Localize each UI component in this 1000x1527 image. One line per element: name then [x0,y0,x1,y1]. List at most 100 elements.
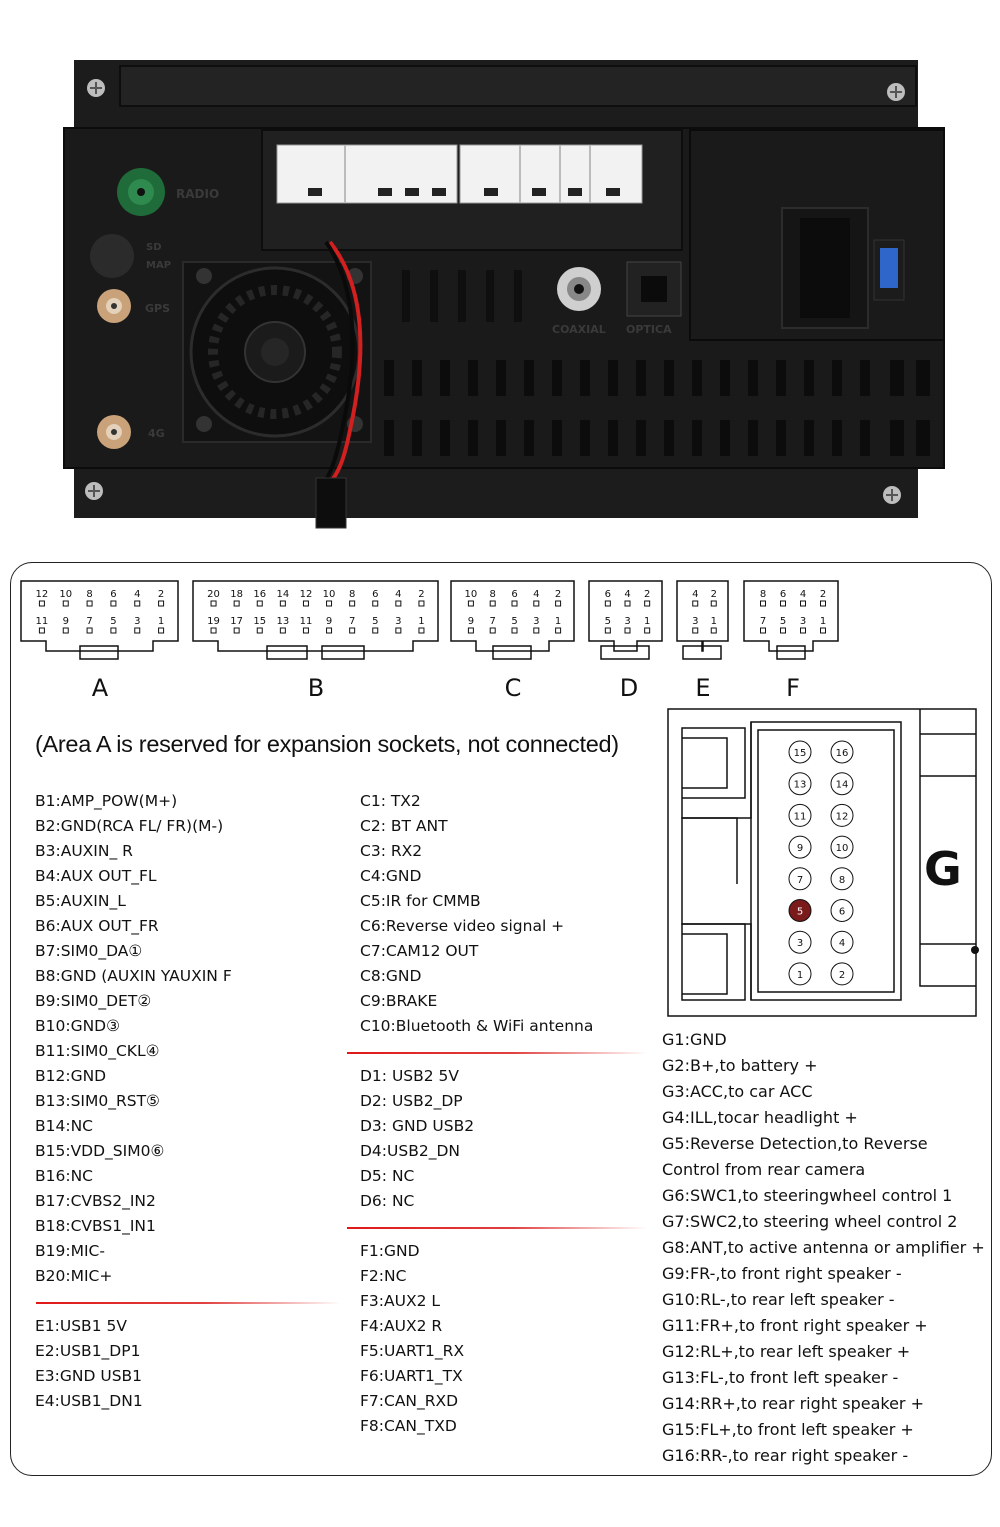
coaxial-label: COAXIAL [552,323,606,336]
pin-code: B12 [35,1067,66,1085]
pin-description: :GND [380,867,422,885]
pin-description: : USB2_DP [381,1092,463,1110]
pin-description: :SIM0_CKL④ [65,1042,160,1060]
pin-code: D5 [360,1167,382,1185]
pin-description: :GND (AUXIN YAUXIN F [55,967,232,985]
pin-description: :B+,to battery + [684,1056,818,1075]
pin-description: :USB1 5V [54,1317,127,1335]
pin-code: F1 [360,1242,379,1260]
pin-description: :NC [65,1117,93,1135]
pin-code: C2 [360,817,381,835]
g-pin-number: 10 [836,843,849,854]
pin-code: D6 [360,1192,382,1210]
pin-description: :UART1_TX [378,1367,463,1385]
g-pin-row: G15:FL+,to front left speaker + [662,1417,985,1443]
g-pin-number: 8 [839,875,845,886]
pin-code: C3 [360,842,381,860]
pin-description: :AUXIN_ R [55,842,133,860]
g-pin-number: 4 [839,938,845,949]
f-pin-row: F7:CAN_RXD [360,1389,464,1414]
b-pin-row: B13:SIM0_RST⑤ [35,1089,232,1114]
b-pin-row: B2:GND(RCA FL/ FR)(M-) [35,814,232,839]
g-pin [788,867,812,891]
connector-letter-d: D [619,674,639,702]
g-pin-number: 11 [794,811,807,822]
g-pin-row: G6:SWC1,to steeringwheel control 1 [662,1183,985,1209]
pin-description: :CVBS2_IN2 [65,1192,156,1210]
pin-code: G15 [662,1420,695,1439]
pinout-panel [10,562,992,1476]
pin-description: :AUX2 L [378,1292,440,1310]
g-pin [830,962,854,986]
b-pin-row: B11:SIM0_CKL④ [35,1039,232,1064]
4g-antenna-jack [97,415,131,449]
connector-letter-g: G [924,842,962,896]
pin-code: B18 [35,1217,66,1235]
pin-code: B19 [35,1242,66,1260]
g-pin-row: G10:RL-,to rear left speaker - [662,1287,985,1313]
d-pin-row: D5: NC [360,1164,474,1189]
screw-icon [883,486,901,504]
g-pin [830,867,854,891]
b-pin-row: B15:VDD_SIM0⑥ [35,1139,232,1164]
pin-code: G6 [662,1186,685,1205]
pin-description: :SIM0_DA① [55,942,143,960]
pin-code: C9 [360,992,381,1010]
pin-description: :CVBS1_IN1 [65,1217,156,1235]
g-pin-row: G7:SWC2,to steering wheel control 2 [662,1209,985,1235]
g-pin-number: 16 [836,748,849,759]
e-pin-row: E2:USB1_DP1 [35,1339,143,1364]
pin-description: :NC [378,1267,407,1285]
b-pin-row: B18:CVBS1_IN1 [35,1214,232,1239]
pin-code: D4 [360,1142,382,1160]
c-pin-row: C9:BRAKE [360,989,593,1014]
pin-description: :AUX OUT_FR [55,917,159,935]
pin-code: B13 [35,1092,66,1110]
b-pin-row: B14:NC [35,1114,232,1139]
pin-description: :FR+,to front right speaker + [694,1316,928,1335]
g-pin-number: 9 [797,843,803,854]
pin-description: :FL+,to front left speaker + [694,1420,914,1439]
g-pin [830,740,854,764]
coaxial-jack [557,267,601,311]
d-pin-row: D4:USB2_DN [360,1139,474,1164]
g-pin [830,899,854,922]
pin-code: B8 [35,967,56,985]
pin-code: C8 [360,967,381,985]
pin-description: : GND USB2 [381,1117,475,1135]
vent-grille-lower [384,360,930,456]
pin-code: E2 [35,1342,55,1360]
b-pin-row: B12:GND [35,1064,232,1089]
pin-code: G7 [662,1212,685,1231]
d-pin-row: D3: GND USB2 [360,1114,474,1139]
wiring-connector-block [276,144,643,204]
pin-code: B14 [35,1117,66,1135]
pin-code: F7 [360,1392,379,1410]
e-pin-row: E1:USB1 5V [35,1314,143,1339]
b-pin-row: B7:SIM0_DA① [35,939,232,964]
screw-icon [887,83,905,101]
pin-description: :VDD_SIM0⑥ [65,1142,165,1160]
pin-description: Control from rear camera [662,1160,866,1179]
pin-code: F8 [360,1417,379,1435]
pin-description: :AMP_POW(M+) [55,792,178,810]
g-pin-number: 7 [797,875,803,886]
g-pin-number: 12 [836,811,849,822]
pin-description: :FL-,to front left speaker - [694,1368,899,1387]
g-pin-row: G9:FR-,to front right speaker - [662,1261,985,1287]
c-pin-row: C2: BT ANT [360,814,593,839]
connector-letter-c: C [504,674,522,702]
radio-antenna-jack [117,168,165,216]
vent-grille [402,270,522,322]
pin-code: F6 [360,1367,379,1385]
c-pin-row: C3: RX2 [360,839,593,864]
pin-description: :GND USB1 [54,1367,143,1385]
sd-card-cap [90,234,134,278]
pin-description: :GND [684,1030,727,1049]
screw-icon [85,482,103,500]
c-pin-row: C8:GND [360,964,593,989]
gps-antenna-jack [97,289,131,323]
